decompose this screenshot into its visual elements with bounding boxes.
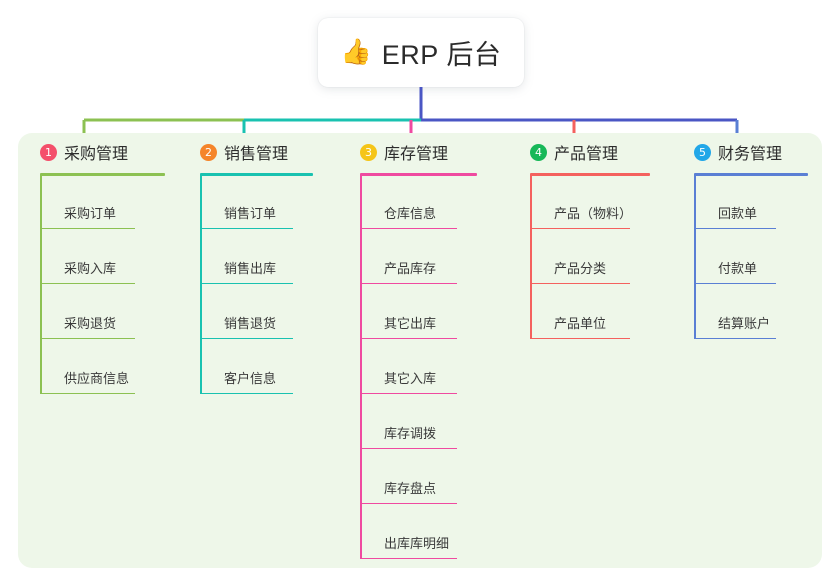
list-item[interactable]: 结算账户	[694, 284, 776, 339]
list-item-label: 仓库信息	[384, 206, 437, 221]
column-header-5[interactable]: 5 财务管理	[672, 133, 822, 171]
list-item[interactable]: 产品分类	[530, 229, 630, 284]
column-rule-4	[530, 173, 650, 176]
list-item[interactable]: 销售订单	[200, 174, 293, 229]
column-items-3: 仓库信息产品库存其它出库其它入库库存调拨库存盘点出库库明细	[360, 174, 508, 559]
list-item-label: 产品库存	[384, 261, 437, 276]
root-node[interactable]: 👍 ERP 后台	[318, 18, 524, 87]
list-item-label: 销售出库	[224, 261, 277, 276]
column-title-4: 产品管理	[554, 146, 619, 163]
list-item[interactable]: 出库库明细	[360, 504, 457, 559]
list-item[interactable]: 库存调拨	[360, 394, 457, 449]
list-item[interactable]: 回款单	[694, 174, 776, 229]
column-header-1[interactable]: 1 采购管理	[18, 133, 178, 171]
list-item-label: 采购订单	[64, 206, 117, 221]
list-item-label: 回款单	[718, 206, 758, 221]
list-item-label: 采购退货	[64, 316, 117, 331]
list-item-label: 产品单位	[554, 316, 607, 331]
column-items-4: 产品（物料） 产品分类产品单位	[530, 174, 672, 339]
list-item[interactable]: 采购订单	[40, 174, 135, 229]
list-item[interactable]: 其它入库	[360, 339, 457, 394]
column-badge-2: 2	[200, 143, 217, 161]
column-rule-5	[694, 173, 808, 176]
list-item[interactable]: 产品库存	[360, 229, 457, 284]
column-rule-3	[360, 173, 477, 176]
branch-column-4: 4 产品管理产品（物料） 产品分类产品单位	[508, 133, 672, 339]
column-badge-3: 3	[360, 143, 377, 161]
branch-column-3: 3 库存管理仓库信息产品库存其它出库其它入库库存调拨库存盘点出库库明细	[338, 133, 508, 559]
list-item-label: 供应商信息	[64, 371, 130, 386]
list-item-label: 结算账户	[718, 316, 771, 331]
list-item[interactable]: 供应商信息	[40, 339, 135, 394]
page-title: ERP 后台	[381, 40, 502, 70]
branch-column-1: 1 采购管理采购订单采购入库采购退货供应商信息	[18, 133, 178, 394]
list-item-label: 客户信息	[224, 371, 277, 386]
column-title-3: 库存管理	[384, 146, 449, 163]
list-item[interactable]: 产品单位	[530, 284, 630, 339]
column-title-5: 财务管理	[718, 146, 783, 163]
column-title-1: 采购管理	[64, 146, 129, 163]
list-item-label: 出库库明细	[384, 536, 450, 551]
list-item-label: 库存盘点	[384, 481, 437, 496]
branch-columns: 1 采购管理采购订单采购入库采购退货供应商信息 2 销售管理销售订单销售出库销售退货客…	[18, 133, 822, 568]
column-header-2[interactable]: 2 销售管理	[178, 133, 338, 171]
branch-column-2: 2 销售管理销售订单销售出库销售退货客户信息	[178, 133, 338, 394]
list-item-label: 付款单	[718, 261, 758, 276]
list-item-label: 其它入库	[384, 371, 437, 386]
column-rule-2	[200, 173, 313, 176]
list-item-label: 库存调拨	[384, 426, 437, 441]
column-badge-1: 1	[40, 143, 57, 161]
list-item[interactable]: 库存盘点	[360, 449, 457, 504]
branch-column-5: 5 财务管理回款单付款单结算账户	[672, 133, 822, 339]
column-items-5: 回款单付款单结算账户	[694, 174, 822, 339]
list-item-label: 产品分类	[554, 261, 607, 276]
list-item-label: 其它出库	[384, 316, 437, 331]
list-item-label: 销售订单	[224, 206, 277, 221]
list-item[interactable]: 产品（物料）	[530, 174, 633, 229]
column-items-2: 销售订单销售出库销售退货客户信息	[200, 174, 338, 394]
list-item[interactable]: 仓库信息	[360, 174, 457, 229]
column-badge-5: 5	[694, 143, 711, 161]
thumbs-up-icon: 👍	[340, 38, 372, 66]
column-title-2: 销售管理	[224, 146, 289, 163]
list-item[interactable]: 其它出库	[360, 284, 457, 339]
list-item[interactable]: 采购入库	[40, 229, 135, 284]
list-item[interactable]: 销售退货	[200, 284, 293, 339]
column-badge-4: 4	[530, 143, 547, 161]
list-item[interactable]: 采购退货	[40, 284, 135, 339]
column-rule-1	[40, 173, 165, 176]
column-header-4[interactable]: 4 产品管理	[508, 133, 672, 171]
list-item-label: 采购入库	[64, 261, 117, 276]
list-item[interactable]: 付款单	[694, 229, 776, 284]
list-item[interactable]: 销售出库	[200, 229, 293, 284]
list-item-label: 产品（物料）	[554, 206, 633, 221]
root-node-inner: 👍 ERP 后台	[341, 33, 502, 72]
column-header-3[interactable]: 3 库存管理	[338, 133, 508, 171]
diagram-panel	[18, 133, 822, 568]
column-items-1: 采购订单采购入库采购退货供应商信息	[40, 174, 178, 394]
list-item[interactable]: 客户信息	[200, 339, 293, 394]
list-item-label: 销售退货	[224, 316, 277, 331]
